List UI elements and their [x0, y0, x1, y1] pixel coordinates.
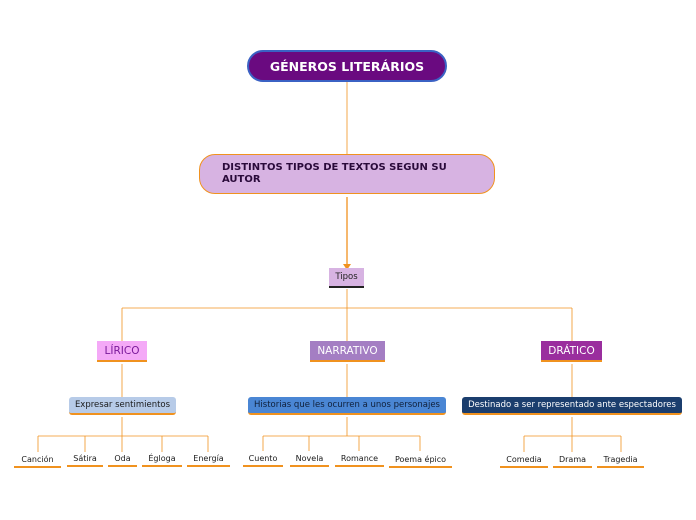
- description-narrativo[interactable]: Historias que les ocurren a unos persona…: [248, 397, 446, 415]
- category-dratico[interactable]: DRÁTICO: [541, 341, 602, 362]
- example-energia[interactable]: Energía: [187, 451, 230, 467]
- main-topic[interactable]: DISTINTOS TIPOS DE TEXTOS SEGUN SU AUTOR: [199, 154, 495, 194]
- category-lirico[interactable]: LÍRICO: [97, 341, 147, 362]
- example-egloga[interactable]: Égloga: [142, 451, 182, 467]
- example-oda[interactable]: Oda: [108, 451, 137, 467]
- category-narrativo[interactable]: NARRATIVO: [310, 341, 385, 362]
- example-poema-epico[interactable]: Poema épico: [389, 452, 452, 468]
- example-comedia[interactable]: Comedia: [500, 452, 548, 468]
- root-topic[interactable]: GÉNEROS LITERÁRIOS: [247, 50, 447, 82]
- main-topic-label: DISTINTOS TIPOS DE TEXTOS SEGUN SU AUTOR: [222, 162, 447, 185]
- example-tragedia[interactable]: Tragedia: [597, 452, 644, 468]
- description-dratico[interactable]: Destinado a ser representado ante espect…: [462, 397, 682, 415]
- example-cancion[interactable]: Canción: [14, 452, 61, 468]
- example-romance[interactable]: Romance: [335, 451, 384, 467]
- example-novela[interactable]: Novela: [290, 451, 329, 467]
- description-lirico[interactable]: Expresar sentimientos: [69, 397, 176, 415]
- example-cuento[interactable]: Cuento: [243, 451, 283, 467]
- example-satira[interactable]: Sátira: [67, 451, 103, 467]
- example-drama[interactable]: Drama: [553, 452, 592, 468]
- tipos-node[interactable]: Tipos: [329, 268, 364, 288]
